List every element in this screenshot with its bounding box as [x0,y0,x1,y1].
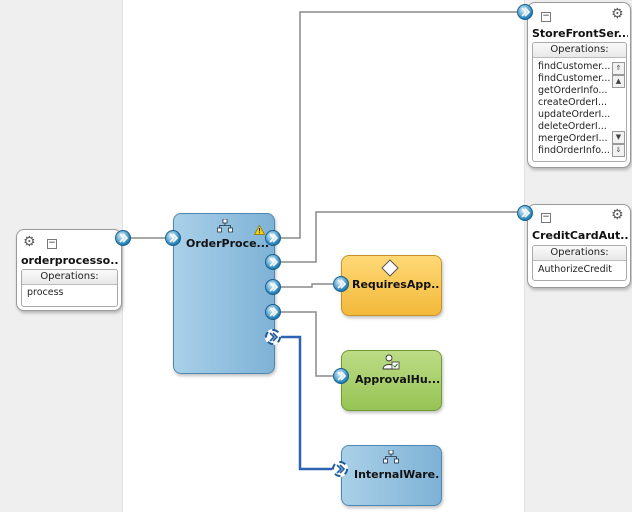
operations-panel: Operations: AuthorizeCredit [532,245,627,281]
operation-item[interactable]: createOrderI... [538,97,608,108]
operation-item[interactable]: process [27,287,64,298]
internalwarehouse-selected-service-port[interactable] [332,461,348,477]
operations-panel: Operations: findCustomer... findCustomer… [532,42,627,162]
storefront-reference-port[interactable] [517,4,533,20]
approvalhuman-component[interactable]: ApprovalHu... [341,350,442,411]
orderprocessor-reference-port[interactable] [265,230,281,246]
operation-item[interactable]: findCustomer... [538,73,610,84]
orderprocessor-reference-port[interactable] [265,254,281,270]
business-rule-diamond-icon [381,259,399,281]
operation-item[interactable]: AuthorizeCredit [538,264,613,275]
wire-orderprocessor-to-creditcard[interactable] [281,211,517,263]
orderprocessor-service-port[interactable] [165,230,181,246]
scroll-to-top-icon[interactable]: ⇑ [612,62,625,75]
wire-orderprocessor-to-storefront[interactable] [281,11,517,239]
collapse-icon[interactable]: − [541,212,551,223]
internalwarehouse-label: InternalWare... [354,468,440,481]
requiresapproval-service-port[interactable] [333,276,349,292]
orderprocessor-reference-port[interactable] [265,304,281,320]
wire-orderprocessor-to-requiresapproval[interactable] [281,283,333,288]
requiresapproval-label: RequiresApp... [352,278,440,291]
storefront-reference-card[interactable]: − ⚙ StoreFrontSer... Operations: findCus… [527,2,631,168]
service-title: orderprocesso... [21,254,119,267]
creditcard-reference-port[interactable] [517,205,533,221]
operation-item[interactable]: findOrderInfo... [538,145,610,156]
operation-item[interactable]: getOrderInfo... [538,85,608,96]
operation-item[interactable]: findCustomer... [538,61,610,72]
process-hierarchy-icon [217,218,233,237]
human-task-icon [382,354,400,375]
wire-orderprocessor-to-internalwarehouse[interactable] [281,335,333,471]
requiresapproval-component[interactable]: RequiresApp... [341,255,442,316]
creditcard-title: CreditCardAut... [532,229,628,242]
operations-header: Operations: [533,246,626,261]
service-port[interactable] [115,230,131,246]
gear-icon: ⚙ [611,6,624,22]
scroll-up-icon[interactable]: ▲ [612,75,625,88]
operation-item[interactable]: updateOrderI... [538,109,610,120]
scroll-to-bottom-icon[interactable]: ⇓ [612,144,625,157]
orderprocessor-label: OrderProce... [186,237,270,250]
gear-icon: ⚙ [611,207,624,223]
storefront-title: StoreFrontSer... [532,27,628,40]
exposed-service-card[interactable]: ⚙ − orderprocesso... Operations: process [16,229,122,311]
collapse-icon[interactable]: − [541,11,551,22]
gear-icon: ⚙ [23,234,36,250]
internalwarehouse-component[interactable]: InternalWare... [341,445,442,506]
operation-item[interactable]: deleteOrderI... [538,121,607,132]
orderprocessor-reference-port[interactable] [265,279,281,295]
approvalhuman-service-port[interactable] [333,368,349,384]
operation-item[interactable]: mergeOrderI... [538,133,608,144]
process-hierarchy-icon [383,449,399,468]
scroll-down-icon[interactable]: ▼ [612,131,625,144]
wire-orderprocessor-to-approvalhuman[interactable] [281,311,333,377]
orderprocessor-selected-reference-port[interactable] [265,329,281,345]
operations-panel: Operations: process [21,269,118,307]
approvalhuman-label: ApprovalHu... [355,373,440,386]
collapse-icon[interactable]: − [47,238,57,249]
operations-header: Operations: [22,270,117,285]
operations-header: Operations: [533,43,626,58]
orderprocessor-component[interactable]: OrderProce... [173,213,275,374]
creditcard-reference-card[interactable]: − ⚙ CreditCardAut... Operations: Authori… [527,204,631,288]
warning-icon[interactable] [253,220,266,239]
